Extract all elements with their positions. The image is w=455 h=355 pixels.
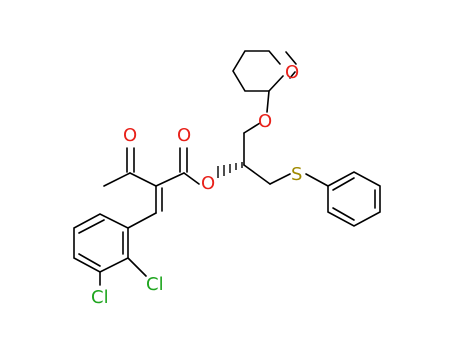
acetyl-double-bond bbox=[126, 147, 135, 173]
ch2-to-sulfur-bond bbox=[269, 173, 291, 185]
alkene-double-bond bbox=[155, 185, 163, 214]
carbonyl-to-alkene-bond bbox=[155, 172, 185, 187]
anomeric-to-ether-o-bond bbox=[266, 90, 270, 113]
chiral-to-ch2s-bond bbox=[243, 164, 271, 185]
ester-o-to-carbonyl-bond bbox=[183, 172, 200, 185]
ring-oxygen-right-bond bbox=[285, 51, 297, 65]
ether-o-to-ch2-bond bbox=[243, 122, 261, 134]
thp-ring-bonds bbox=[232, 50, 296, 92]
chlorine-2-label: Cl bbox=[146, 274, 164, 295]
sulfur-label: S bbox=[291, 164, 302, 185]
dichlorophenyl-ring-bonds bbox=[73, 213, 129, 273]
ketone-oxygen-label: O bbox=[123, 125, 137, 146]
bonds bbox=[73, 50, 381, 286]
ester-oxygen-label: O bbox=[201, 173, 215, 194]
alkene-to-aryl-bond bbox=[127, 212, 157, 229]
phenyl-ring-bonds bbox=[327, 171, 381, 227]
ring-to-cl2-bond bbox=[127, 257, 147, 277]
chlorine-3-label: Cl bbox=[91, 287, 109, 308]
alkene-to-acetyl-bond bbox=[129, 172, 157, 187]
acetyl-methyl-bond bbox=[103, 172, 131, 187]
phenyl-inner-double-bonds bbox=[332, 177, 376, 221]
ester-carbonyl-double-bond bbox=[179, 147, 188, 173]
ring-oxygen-label: O bbox=[285, 62, 299, 83]
dichlorophenyl-inner-double-bonds bbox=[78, 219, 124, 267]
ester-carbonyl-oxygen-label: O bbox=[177, 125, 191, 146]
stereo-hash-bond bbox=[217, 162, 243, 178]
sulfur-to-phenyl-bond bbox=[305, 173, 329, 187]
ether-oxygen-label: O bbox=[258, 111, 272, 132]
